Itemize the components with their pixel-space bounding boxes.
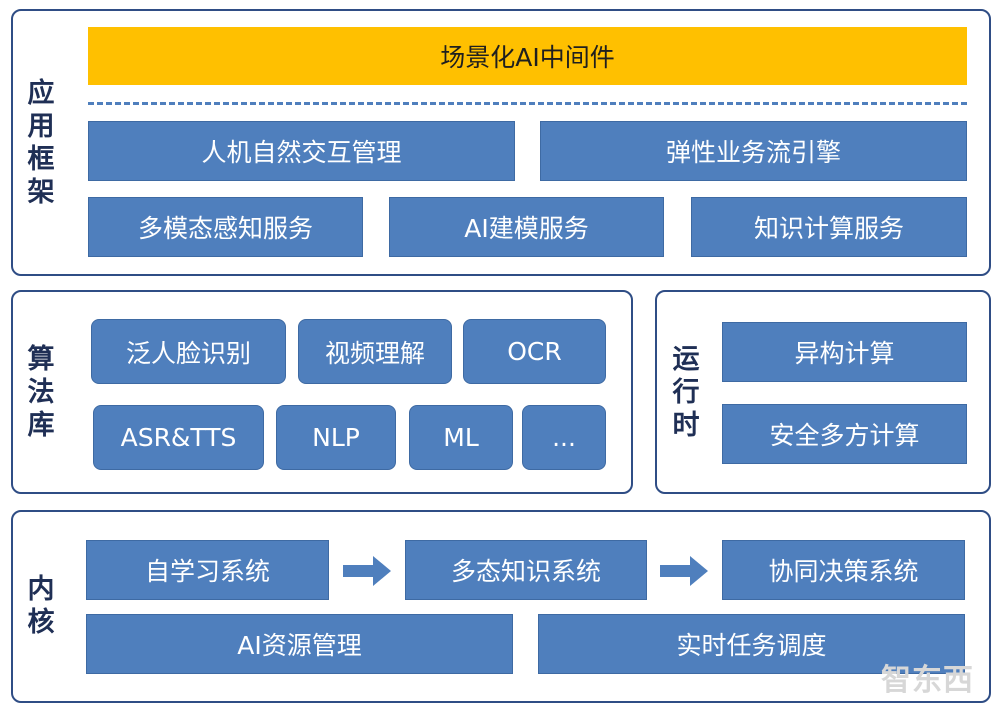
video-understanding-box: 视频理解 — [298, 319, 452, 384]
face-recognition-box: 泛人脸识别 — [91, 319, 286, 384]
kernel-panel — [11, 510, 991, 703]
more-algorithms-box: ... — [522, 405, 606, 470]
secure-multiparty-computing-box: 安全多方计算 — [722, 404, 967, 464]
algorithm-library-label: 算法库 — [27, 344, 55, 441]
middleware-banner: 场景化AI中间件 — [88, 27, 967, 85]
watermark-logo: 智东西 — [881, 663, 974, 698]
kernel-label: 内核 — [27, 574, 55, 638]
runtime-label: 运行时 — [672, 344, 700, 441]
ai-resource-management-box: AI资源管理 — [86, 614, 513, 674]
multimodal-perception-box: 多模态感知服务 — [88, 197, 363, 257]
polymorphic-knowledge-system-box: 多态知识系统 — [405, 540, 647, 600]
app-framework-label: 应用框架 — [27, 78, 55, 208]
self-learning-system-box: 自学习系统 — [86, 540, 329, 600]
elastic-workflow-engine-box: 弹性业务流引擎 — [540, 121, 967, 181]
realtime-task-scheduling-box: 实时任务调度 — [538, 614, 965, 674]
collaborative-decision-system-box: 协同决策系统 — [722, 540, 965, 600]
separator-dashed-line — [88, 102, 967, 105]
ocr-box: OCR — [463, 319, 606, 384]
ml-box: ML — [409, 405, 513, 470]
ai-modeling-box: AI建模服务 — [389, 197, 664, 257]
heterogeneous-computing-box: 异构计算 — [722, 322, 967, 382]
asr-tts-box: ASR&TTS — [93, 405, 264, 470]
nlp-box: NLP — [276, 405, 396, 470]
arrow-right-icon — [343, 556, 391, 586]
human-machine-interaction-box: 人机自然交互管理 — [88, 121, 515, 181]
arrow-right-icon — [660, 556, 708, 586]
knowledge-computing-box: 知识计算服务 — [691, 197, 967, 257]
